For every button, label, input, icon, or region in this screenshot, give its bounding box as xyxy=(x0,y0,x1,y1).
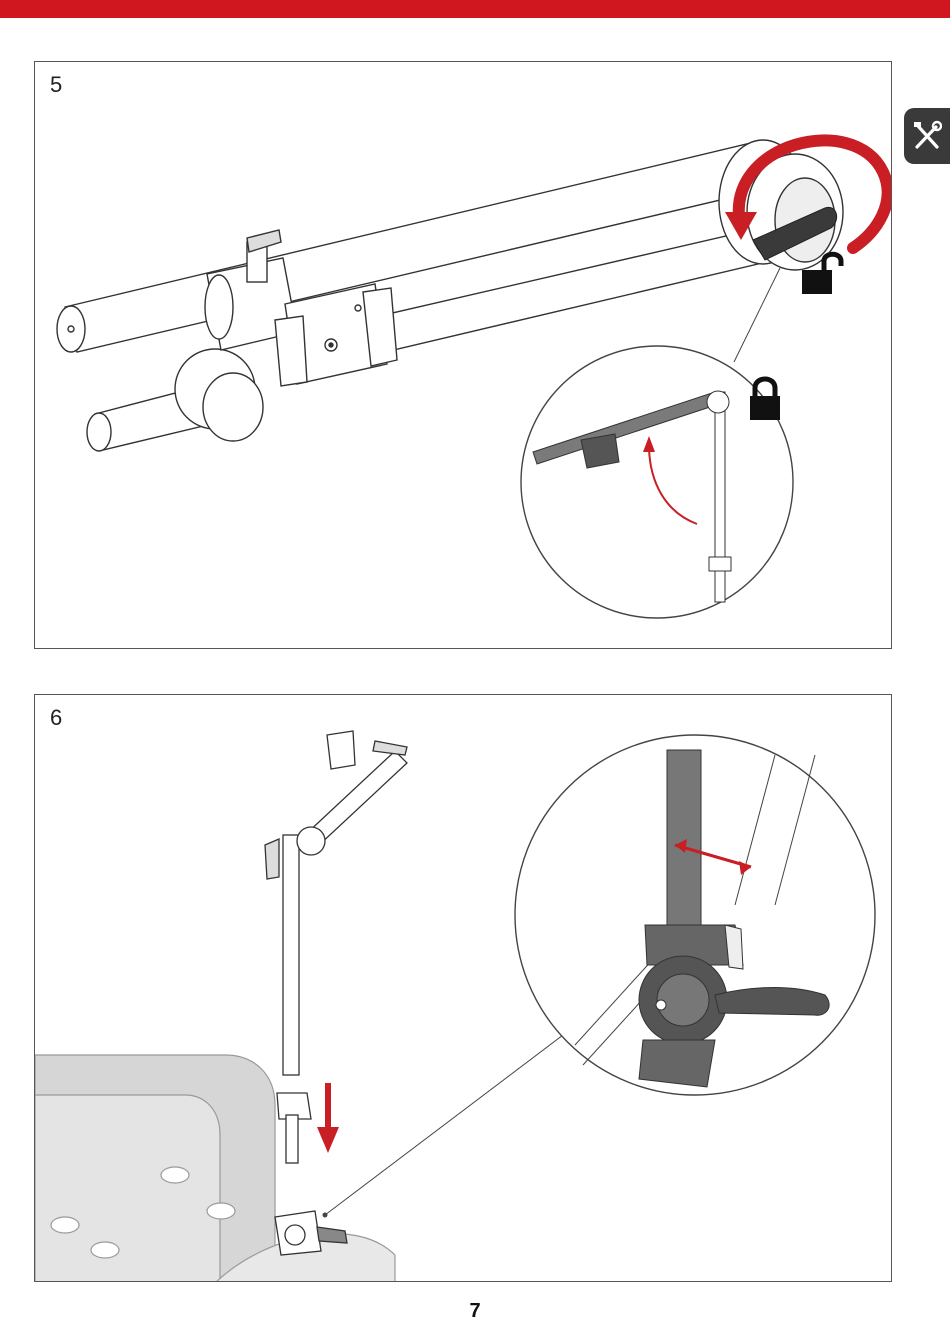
step-6-panel: 6 xyxy=(34,694,892,1282)
step-6-illustration xyxy=(35,695,892,1282)
step-5-illustration xyxy=(35,62,892,649)
page-number: 7 xyxy=(0,1300,950,1323)
tools-icon xyxy=(912,120,942,152)
lock-icon xyxy=(750,379,780,420)
header-accent-bar xyxy=(0,0,950,18)
tools-section-tab[interactable] xyxy=(904,108,950,164)
step-5-panel: 5 xyxy=(34,61,892,649)
